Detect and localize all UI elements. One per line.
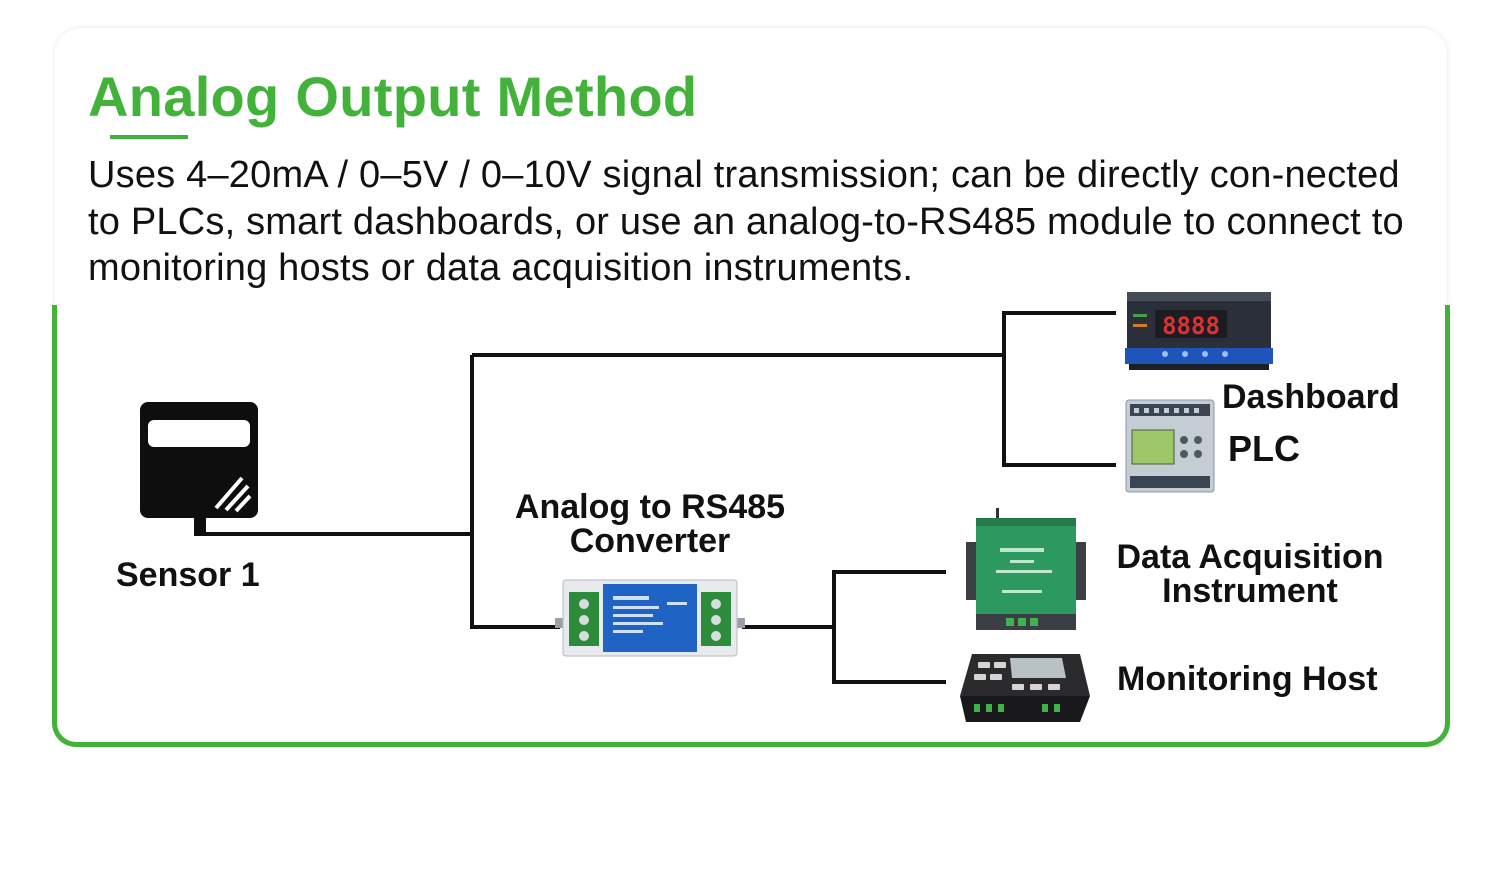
wire-daq-host-bracket (832, 570, 946, 684)
green-frame (52, 305, 1450, 747)
sensor-icon (140, 402, 258, 536)
wire-main-trunk (470, 355, 560, 629)
daq-icon (966, 508, 1086, 630)
description: Uses 4–20mA / 0–5V / 0–10V signal transm… (88, 154, 1404, 289)
plc-label: PLC (1228, 428, 1300, 469)
converter-label: Analog to RS485 Converter (514, 488, 786, 560)
page-title: Analog Output Method (88, 65, 698, 128)
monitoring-host-icon (960, 654, 1090, 722)
sensor-label: Sensor 1 (116, 556, 260, 594)
wire-dashboard-plc-bracket (1002, 311, 1116, 467)
daq-label: Data Acquisition Instrument (1116, 538, 1384, 610)
title-underline (110, 135, 188, 139)
dashboard-digits: 8888 (1162, 312, 1220, 340)
converter-icon (555, 579, 745, 657)
card (55, 28, 1447, 744)
dashboard-icon: 8888 (1125, 292, 1273, 370)
plc-icon (1125, 399, 1215, 493)
dashboard-label: Dashboard (1222, 378, 1400, 416)
monitoring-host-label: Monitoring Host (1117, 660, 1378, 698)
